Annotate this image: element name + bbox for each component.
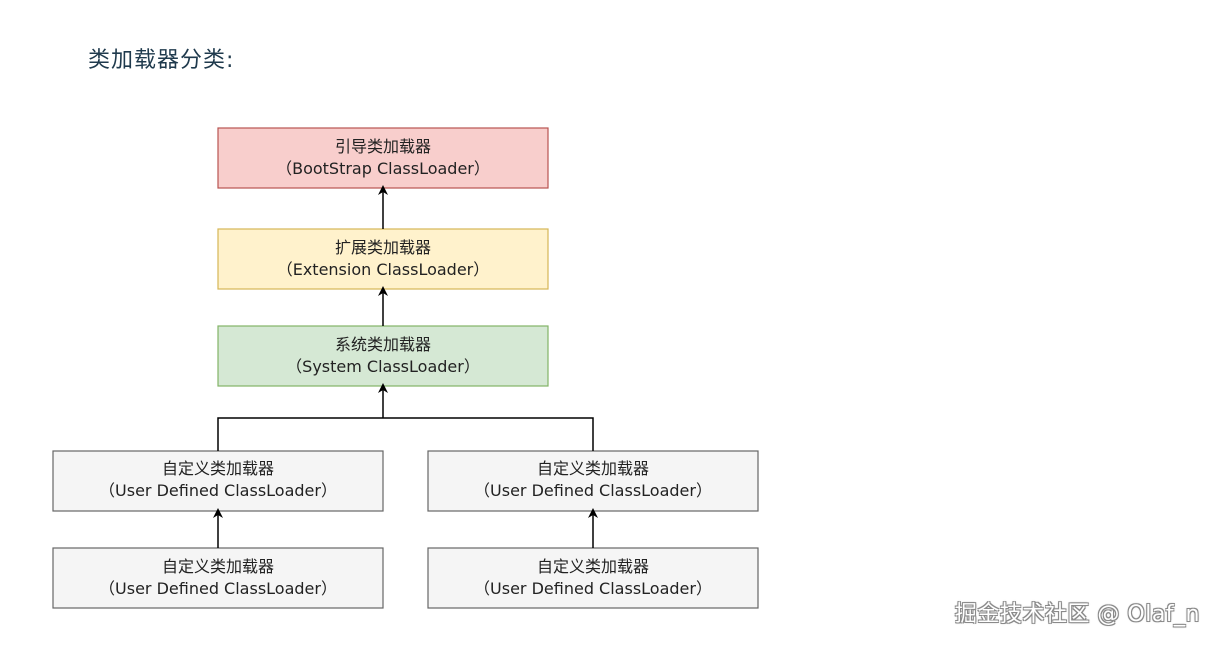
user-classloader-left-top-node: 自定义类加载器 （User Defined ClassLoader）: [52, 450, 384, 512]
user-right-bottom-box: [427, 547, 759, 609]
user-right-bottom-subtitle: （User Defined ClassLoader）: [474, 579, 712, 598]
user-right-top-subtitle: （User Defined ClassLoader）: [474, 481, 712, 500]
bootstrap-node-title: 引导类加载器: [335, 137, 431, 156]
system-node-subtitle: （System ClassLoader）: [286, 357, 480, 376]
extension-classloader-node: 扩展类加载器 （Extension ClassLoader）: [217, 228, 549, 290]
user-left-top-subtitle: （User Defined ClassLoader）: [99, 481, 337, 500]
user-classloader-right-bottom-node: 自定义类加载器 （User Defined ClassLoader）: [427, 547, 759, 609]
system-node-title: 系统类加载器: [335, 335, 431, 354]
extension-node-title: 扩展类加载器: [335, 238, 431, 257]
user-left-bottom-subtitle: （User Defined ClassLoader）: [99, 579, 337, 598]
user-classloader-left-bottom-node: 自定义类加载器 （User Defined ClassLoader）: [52, 547, 384, 609]
extension-node-subtitle: （Extension ClassLoader）: [277, 260, 490, 279]
connector-user-left-top-to-junction: [217, 417, 383, 451]
bootstrap-node-subtitle: （BootStrap ClassLoader）: [276, 159, 490, 178]
connector-user-right-top-to-junction: [383, 417, 594, 451]
user-right-top-title: 自定义类加载器: [537, 459, 649, 478]
page-heading: 类加载器分类:: [88, 48, 235, 73]
user-right-bottom-title: 自定义类加载器: [537, 557, 649, 576]
user-left-bottom-box: [52, 547, 384, 609]
watermark-text: 掘金技术社区 @ Olaf_n: [954, 602, 1200, 627]
system-node-box: [217, 325, 549, 387]
bootstrap-classloader-node: 引导类加载器 （BootStrap ClassLoader）: [217, 127, 549, 189]
bootstrap-node-box: [217, 127, 549, 189]
user-classloader-right-top-node: 自定义类加载器 （User Defined ClassLoader）: [427, 450, 759, 512]
user-left-bottom-title: 自定义类加载器: [162, 557, 274, 576]
system-classloader-node: 系统类加载器 （System ClassLoader）: [217, 325, 549, 387]
user-left-top-title: 自定义类加载器: [162, 459, 274, 478]
